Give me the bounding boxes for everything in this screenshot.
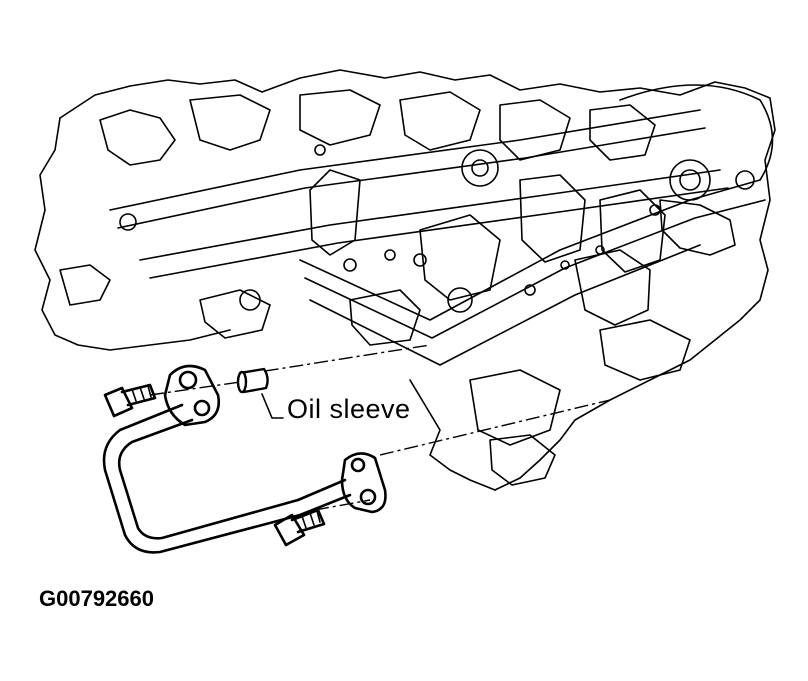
upper-pipe-flange	[163, 364, 220, 427]
upper-bolt	[103, 383, 157, 418]
figure-id: G00792660	[39, 586, 154, 611]
engine-block	[34, 69, 776, 491]
oil-sleeve-part	[236, 367, 269, 394]
lower-bolt	[273, 508, 326, 547]
oil-sleeve-leader	[261, 393, 284, 419]
alignment-lines	[149, 344, 611, 511]
oil-sleeve-label: Oil sleeve	[287, 394, 411, 424]
oil-pipe	[102, 403, 352, 554]
lower-pipe-flange	[340, 452, 387, 514]
